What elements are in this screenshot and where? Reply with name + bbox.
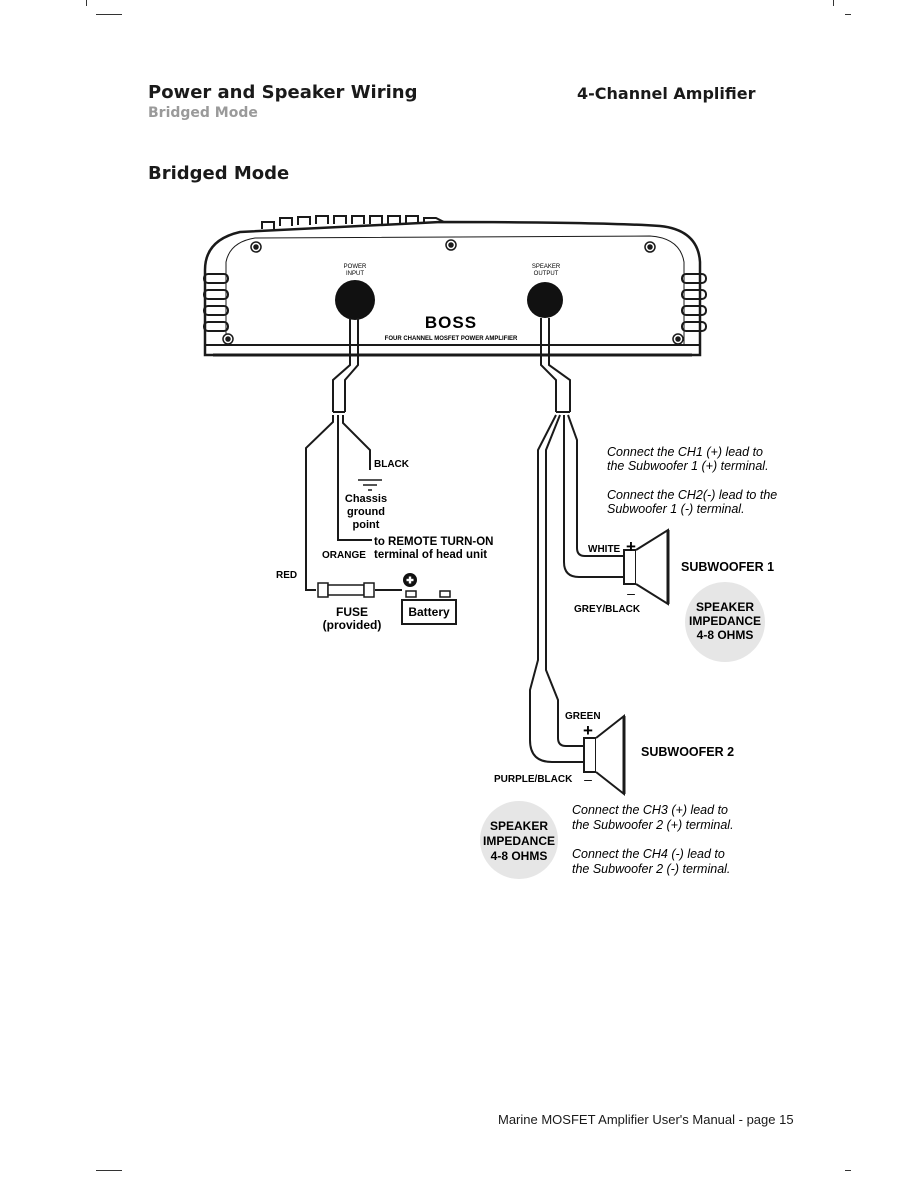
ground-label: Chassis (345, 493, 387, 505)
impedance-label-2: IMPEDANCE (483, 834, 555, 848)
purple-black-wire-label: PURPLE/BLACK (494, 774, 573, 785)
ground-icon (358, 479, 382, 491)
speaker-output-label: SPEAKER (532, 264, 561, 270)
product-title: 4-Channel Amplifier (577, 84, 756, 103)
black-wire-label: BLACK (374, 459, 410, 470)
crop-mark (96, 1170, 122, 1171)
page-subtitle: Bridged Mode (148, 105, 258, 121)
screw-icon (222, 239, 684, 345)
speaker-cable (540, 318, 571, 413)
impedance-badge-1 (685, 582, 765, 662)
grey-black-wire-label: GREY/BLACK (574, 604, 641, 615)
ground-label: ground (347, 506, 385, 518)
power-label: POWER (344, 264, 367, 270)
crop-mark (845, 1170, 851, 1171)
ground-label: point (353, 519, 380, 531)
impedance-badge-2 (480, 801, 558, 879)
note-ch3: Connect the CH3 (+) lead to (572, 803, 728, 817)
amplifier-model-text: FOUR CHANNEL MOSFET POWER AMPLIFIER (385, 336, 518, 342)
subwoofer-1-icon (623, 528, 670, 606)
note-ch1: Connect the CH1 (+) lead to (607, 445, 763, 459)
battery-label: Battery (408, 605, 450, 619)
crop-mark (96, 14, 122, 15)
crop-mark (86, 0, 87, 6)
fuse-icon (317, 582, 375, 598)
note-ch2: Connect the CH2(-) lead to the (607, 488, 777, 502)
wiring-notes: Connect the CH1 (+) lead to the Subwoofe… (572, 445, 777, 876)
impedance-label-2: 4-8 OHMS (491, 849, 548, 863)
note-ch1: the Subwoofer 1 (+) terminal. (607, 459, 769, 473)
battery-icon (401, 590, 457, 625)
power-input-port (335, 280, 375, 320)
minus-sign: – (584, 771, 592, 787)
power-wires (305, 415, 402, 591)
impedance-label-1: IMPEDANCE (689, 614, 761, 628)
crop-mark (845, 14, 851, 15)
speaker-output-label: OUTPUT (534, 271, 559, 277)
brand-logo: BOSS (425, 313, 477, 332)
white-wire-label: WHITE (588, 544, 621, 555)
plus-sign: + (583, 721, 593, 740)
fuse-label: (provided) (323, 618, 382, 632)
note-ch4: Connect the CH4 (-) lead to (572, 847, 725, 861)
page-title: Power and Speaker Wiring (148, 82, 418, 103)
speaker-output-port (527, 282, 563, 318)
subwoofer-2-label: SUBWOOFER 2 (641, 745, 734, 759)
subwoofer-1-label: SUBWOOFER 1 (681, 560, 774, 574)
red-wire-label: RED (276, 570, 297, 581)
power-label: INPUT (346, 271, 364, 277)
minus-sign: – (627, 585, 635, 601)
fuse-label: FUSE (336, 605, 368, 619)
page-footer: Marine MOSFET Amplifier User's Manual - … (498, 1112, 794, 1127)
remote-label: terminal of head unit (374, 549, 487, 561)
impedance-label-1: 4-8 OHMS (697, 628, 754, 642)
positive-terminal-icon (403, 573, 417, 587)
power-cable (332, 318, 359, 413)
note-ch4: the Subwoofer 2 (-) terminal. (572, 862, 730, 876)
impedance-label-2: SPEAKER (490, 819, 548, 833)
plus-sign: + (626, 537, 636, 556)
note-ch3: the Subwoofer 2 (+) terminal. (572, 818, 734, 832)
speaker-wires (529, 414, 624, 763)
subwoofer-2-icon (583, 713, 626, 797)
impedance-label-1: SPEAKER (696, 600, 754, 614)
green-wire-label: GREEN (565, 711, 601, 722)
crop-mark (833, 0, 834, 6)
amplifier (203, 215, 707, 357)
note-ch2: Subwoofer 1 (-) terminal. (607, 502, 745, 516)
orange-wire-label: ORANGE (322, 550, 366, 561)
section-title: Bridged Mode (148, 163, 290, 184)
remote-label: to REMOTE TURN-ON (374, 536, 493, 548)
